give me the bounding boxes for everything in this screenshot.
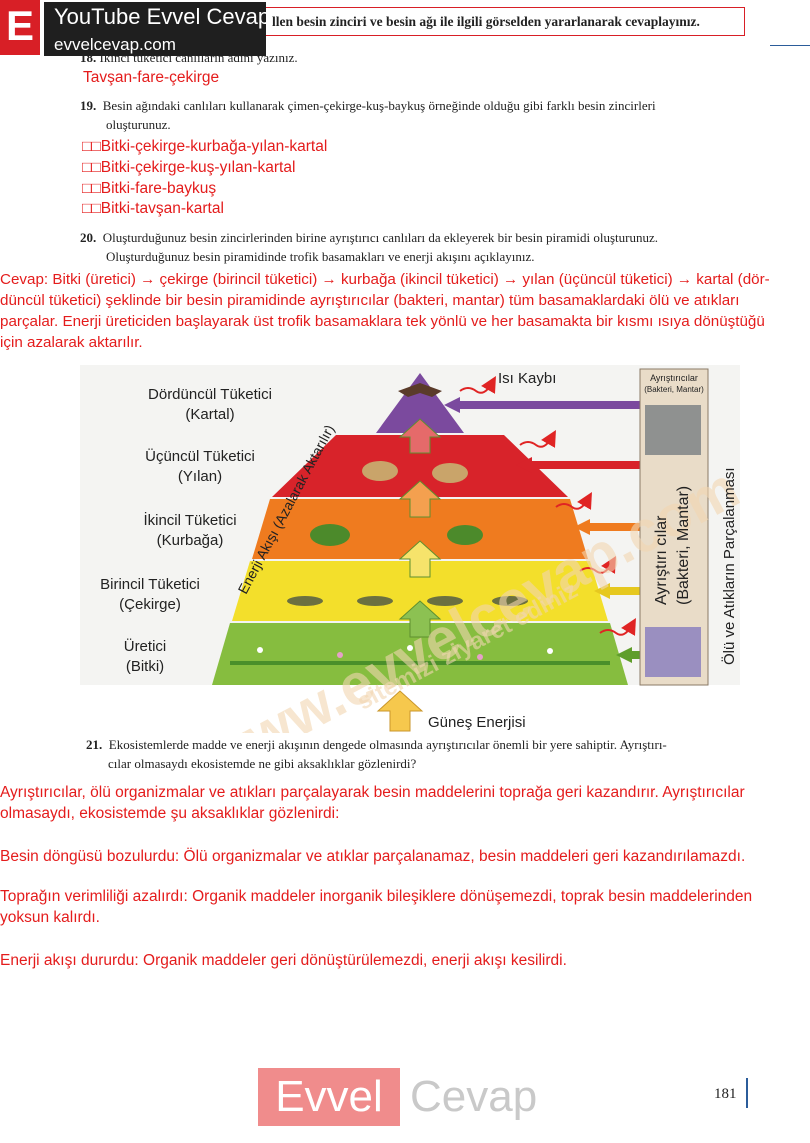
answer-18: Tavşan-fare-çekirge <box>83 69 220 86</box>
level-label-quaternary: Dördüncül Tüketici(Kartal) <box>148 386 272 423</box>
level-primary <box>232 561 608 621</box>
level-label-secondary: İkincil Tüketici(Kurbağa) <box>143 512 237 549</box>
energy-flow-arrows <box>398 418 442 638</box>
pyramid-svg: www.evvelcevap.com sitemizi ziyaret edin… <box>80 365 749 792</box>
grass-decoration <box>230 645 610 665</box>
dead-waste-label: Ölü ve Atıkların Parçalanması <box>720 467 738 665</box>
decomposer-big-label-2: (Bakteri, Mantar) <box>675 486 692 605</box>
answer-20: Cevap: Bitki (üretici) → çekirge (birinc… <box>0 271 770 351</box>
sun-energy-arrow <box>376 690 424 732</box>
decomposer-small-label-2: (Bakteri, Mantar) <box>644 385 704 394</box>
answer-21-nutrient-cycle: Besin döngüsü bozulurdu: Ölü organizmala… <box>0 848 746 865</box>
question-number: 21. <box>86 737 103 752</box>
answer-19-2: □□Bitki-çekirge-kuş-yılan-kartal <box>82 159 296 176</box>
question-number: 18. <box>80 50 97 65</box>
brand-url[interactable]: evvelcevap.com <box>54 35 176 54</box>
question-number: 20. <box>80 230 97 245</box>
answer-19-4: □□Bitki-tavşan-kartal <box>82 200 224 217</box>
question-text-cont: oluşturunuz. <box>106 117 171 132</box>
question-20: 20. Oluşturduğunuz besin zincirlerinden … <box>80 228 770 266</box>
heat-loss-label: Isı Kaybı <box>498 370 556 387</box>
question-text: Besin ağındaki canlıları kullanarak çime… <box>102 98 656 113</box>
question-number: 19. <box>80 98 97 113</box>
header-rule <box>770 45 810 46</box>
frog-icons <box>310 524 483 546</box>
instruction-text: llen besin zinciri ve besin ağı ile ilgi… <box>272 14 700 29</box>
energy-pyramid-diagram: www.evvelcevap.com sitemizi ziyaret edin… <box>80 365 749 792</box>
level-label-primary: Birincil Tüketici(Çekirge) <box>100 576 200 613</box>
answer-21-intro: Ayrıştırıcılar, ölü organizmalar ve atık… <box>0 784 745 822</box>
question-text: İkinci tüketici canlıların adını yazınız… <box>99 50 298 65</box>
snake-icons <box>362 461 468 483</box>
question-text-cont: cılar olmasaydı ekosistemde ne gibi aksa… <box>108 756 417 771</box>
answer-21-soil: Toprağın verimliliği azalırdı: Organik m… <box>0 888 753 926</box>
level-tertiary <box>272 435 568 497</box>
question-21: 21. Ekosistemlerde madde ve enerji akışı… <box>86 735 766 773</box>
decomposer-small-label-1: Ayrıştırıcılar <box>650 373 698 383</box>
sun-label: Güneş Enerjisi <box>428 714 526 731</box>
level-label-tertiary: Üçüncül Tüketici(Yılan) <box>145 448 255 485</box>
footer-logo-cevap: Cevap <box>410 1072 538 1121</box>
answer-19-1: □□Bitki-çekirge-kurbağa-yılan-kartal <box>82 138 328 155</box>
level-quaternary <box>376 373 464 433</box>
question-18: 18. İkinci tüketici canlıların adını yaz… <box>80 50 298 66</box>
answer-21-energy: Enerji akışı dururdu: Organik maddeler g… <box>0 952 567 969</box>
question-text: Ekosistemlerde madde ve enerji akışının … <box>108 737 667 752</box>
decomposer-arrows <box>444 397 640 663</box>
heat-loss-arrows <box>459 376 636 636</box>
question-19: 19. Besin ağındaki canlıları kullanarak … <box>80 96 760 134</box>
fungi-image <box>645 405 701 455</box>
page-number: 181 <box>714 1086 737 1102</box>
brand-title: YouTube Evvel Cevap <box>54 4 271 29</box>
page-number-rule <box>746 1078 748 1108</box>
answer-19-3: □□Bitki-fare-baykuş <box>82 180 217 197</box>
brand-banner <box>44 2 266 56</box>
decomposer-big-label-1: Ayrıştırı cılar <box>653 515 670 605</box>
level-producer <box>212 623 628 685</box>
brand-logo-letter: E <box>0 0 40 55</box>
level-label-producer: Üretici(Bitki) <box>123 638 167 675</box>
grasshopper-icons <box>287 596 528 606</box>
instruction-box <box>266 7 745 36</box>
bacteria-image <box>645 627 701 677</box>
eagle-icon <box>398 383 442 397</box>
question-text: Oluşturduğunuz besin zincirlerinden biri… <box>102 230 658 245</box>
footer-logo-evvel: Evvel <box>258 1068 400 1126</box>
question-text-cont: Oluşturduğunuz besin piramidinde trofik … <box>106 249 535 264</box>
